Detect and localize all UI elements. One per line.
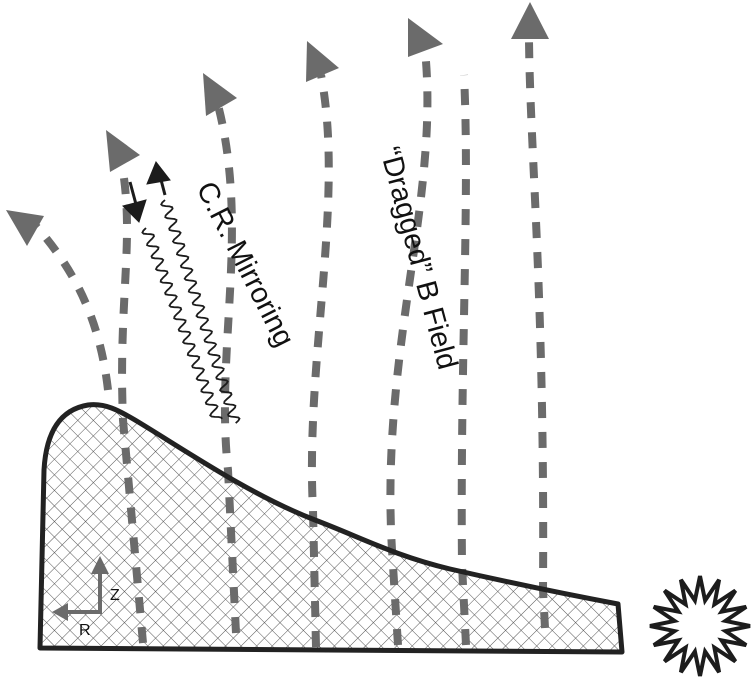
- axes-icon: Z R: [52, 556, 120, 639]
- arrow-up-head: [146, 161, 171, 185]
- mirroring-wave-left: [141, 227, 223, 420]
- starburst-icon: [649, 575, 751, 677]
- arrowhead-1: [6, 210, 44, 246]
- field-line-1: [32, 222, 112, 391]
- mirroring-wave-right: [160, 199, 241, 424]
- field-arrowheads: [6, 2, 549, 246]
- field-line-5: [386, 49, 432, 646]
- field-line-3: [214, 104, 240, 634]
- axis-label-r: R: [79, 622, 91, 639]
- arrowhead-5: [408, 18, 443, 57]
- label-cr-mirroring: C.R. Mirroring: [190, 177, 300, 352]
- field-line-7: [525, 39, 549, 629]
- field-line-2: [118, 164, 147, 644]
- arrowhead-3: [203, 73, 237, 116]
- field-line-6: [457, 74, 470, 646]
- field-lines: [32, 39, 549, 648]
- region-outline: [37, 402, 625, 655]
- arrow-down-head: [122, 199, 147, 223]
- field-line-4: [307, 74, 333, 648]
- arrowhead-6: [511, 2, 549, 39]
- axis-label-z: Z: [110, 587, 120, 604]
- label-dragged-b-field: “Dragged” B Field: [373, 144, 463, 373]
- arrowhead-4: [306, 41, 339, 82]
- arrowhead-2: [106, 130, 140, 172]
- mirroring-arrows: [122, 161, 171, 223]
